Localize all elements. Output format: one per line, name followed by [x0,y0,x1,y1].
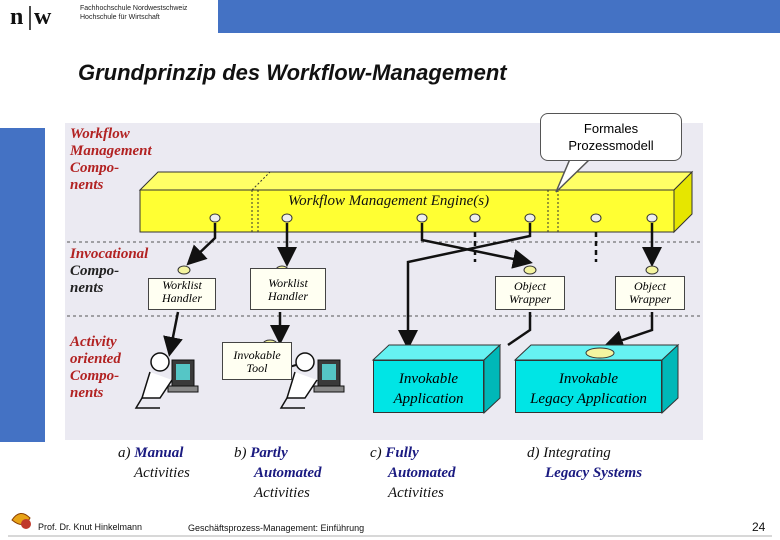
handler-line: Handler [268,289,308,303]
label-line: Compo- [70,263,120,279]
app-line: Legacy Application [530,391,647,407]
caption-prefix: c) [370,445,382,461]
arrow-engine-application [398,223,532,350]
label-workflow-management-components: Workflow Management Compo- nents [70,126,152,194]
object-wrapper-1: Object Wrapper [495,276,565,310]
arrow-handler-user1 [163,311,183,357]
engine-plug [524,213,536,223]
caption-c: c) Fully Automated Activities [370,443,456,503]
handler-line: Worklist [162,278,202,292]
caption-highlight: Partly [250,445,288,461]
engine-plug [590,213,602,223]
footer-page-number: 24 [752,520,766,534]
svg-text:n: n [10,4,23,30]
fhnw-logo-icon: n w [10,4,52,30]
app1-side-face [483,343,501,415]
label-activity-oriented-components: Activity oriented Compo- nents [70,334,121,402]
engine-plug [281,213,293,223]
app-line: Invokable [398,371,459,387]
label-line: nents [70,280,104,296]
caption-line: Activities [134,465,190,481]
user-at-computer-icon [134,352,199,409]
engine-plug [646,213,658,223]
caption-prefix: a) [118,445,131,461]
label-invocational-components: Invocational Compo- nents [70,246,148,297]
caption-line: Automated [254,465,322,481]
handler-plug [645,265,659,275]
tool-line: Invokable [233,348,281,362]
label-line: oriented [70,351,121,367]
engine-plug [469,213,481,223]
caption-line: Legacy Systems [545,465,643,481]
engine-plug [416,213,428,223]
caption-prefix: b) [234,445,247,461]
wrapper-line: Object [634,279,666,293]
org-name: Fachhochschule Nordwestschweiz Hochschul… [80,4,187,22]
caption-line: Automated [388,465,456,481]
slide-title: Grundprinzip des Workflow-Management [78,60,507,85]
caption-d: d) Integrating Legacy Systems [527,443,642,483]
label-line: Compo- [70,160,120,176]
fhnw-logo: n w [8,2,198,32]
caption-highlight: Manual [134,445,184,461]
callout-line-2: Prozessmodell [568,138,654,153]
wrapper-line: Wrapper [509,292,551,306]
caption-highlight: Integrating [543,445,611,461]
callout-line-1: Formales [583,121,639,136]
wrapper-line: Object [514,279,546,293]
label-line: nents [70,385,104,401]
label-line: Workflow [70,126,130,142]
footer-author: Prof. Dr. Knut Hinkelmann [38,522,143,532]
side-blue-bar [0,128,45,442]
invokable-tool-box: Invokable Tool [222,342,292,380]
handler-plug [523,265,537,275]
org-line-2: Hochschule für Wirtschaft [80,14,160,21]
caption-highlight: Fully [385,445,419,461]
arrow-engine-handler1 [186,223,217,266]
object-wrapper-2: Object Wrapper [615,276,685,310]
app-line: Application [393,391,464,407]
handler-line: Worklist [268,276,308,290]
arrow-engine-wrapper1 [420,223,533,269]
arrow-wrapper2-legacy [603,312,654,350]
handler-plug [177,265,191,275]
tool-line: Tool [246,361,268,375]
line-wrapper1 [507,312,532,347]
engine-top-face [138,171,694,191]
app2-side-face [661,343,679,415]
engine-label: Workflow Management Engine(s) [288,193,490,209]
org-line-1: Fachhochschule Nordwestschweiz [80,5,188,12]
caption-line: Activities [388,485,444,501]
svg-text:w: w [34,4,52,30]
label-line: Invocational [70,246,149,262]
footer-logo-icon [11,513,31,529]
engine-plug [209,213,221,223]
legacy-plug [585,347,615,359]
worklist-handler-2: Worklist Handler [250,268,326,310]
caption-a: a) Manual Activities [118,443,190,483]
label-line: Compo- [70,368,120,384]
app1-top-face [371,344,502,361]
engine-dotted-line [251,171,271,191]
worklist-handler-1: Worklist Handler [148,278,216,310]
invokable-application-box: Invokable Application [373,360,484,413]
handler-line: Handler [162,291,202,305]
invokable-legacy-application-box: Invokable Legacy Application [515,360,662,413]
footer-course: Geschäftsprozess-Management: Einführung [188,523,365,533]
user-at-computer-icon [279,352,345,409]
caption-prefix: d) [527,445,540,461]
engine-front-face [139,189,675,233]
header-blue-bar [218,0,780,33]
caption-b: b) Partly Automated Activities [234,443,322,503]
process-model-callout: Formales Prozessmodell [540,113,682,161]
caption-line: Activities [254,485,310,501]
label-line: Management [70,143,152,159]
app-line: Invokable [558,371,619,387]
label-line: nents [70,177,104,193]
label-line: Activity [70,334,117,350]
wrapper-line: Wrapper [629,292,671,306]
